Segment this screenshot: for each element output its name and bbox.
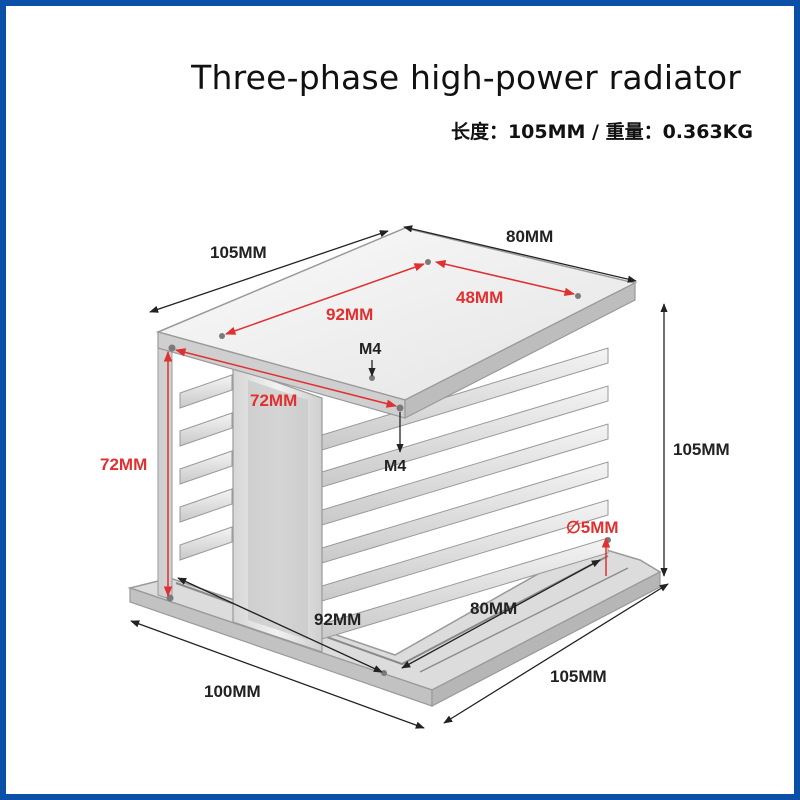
label-height-left: 72MM — [100, 455, 147, 474]
label-height-right: 105MM — [673, 440, 730, 459]
label-base-hole-spacing: 92MM — [314, 610, 361, 629]
spec-subtitle: 长度：105MM / 重量：0.363KG — [450, 121, 753, 143]
product-title: Three-phase high-power radiator — [191, 58, 741, 97]
label-base-hole: ∅5MM — [566, 518, 619, 537]
label-hole-spacing-long: 92MM — [326, 305, 373, 324]
label-thread-top: M4 — [359, 341, 381, 358]
label-base-length: 105MM — [550, 667, 607, 686]
label-base-front: 100MM — [204, 682, 261, 701]
label-base-width: 80MM — [470, 599, 517, 618]
dimension-lines-red — [163, 260, 611, 598]
label-hole-diagonal: 72MM — [250, 391, 297, 410]
label-hole-spacing-short: 48MM — [456, 288, 503, 307]
dimension-lines-black — [130, 225, 669, 729]
label-thread-side: M4 — [384, 458, 406, 475]
label-top-length: 105MM — [210, 243, 267, 262]
label-top-width: 80MM — [506, 227, 553, 246]
